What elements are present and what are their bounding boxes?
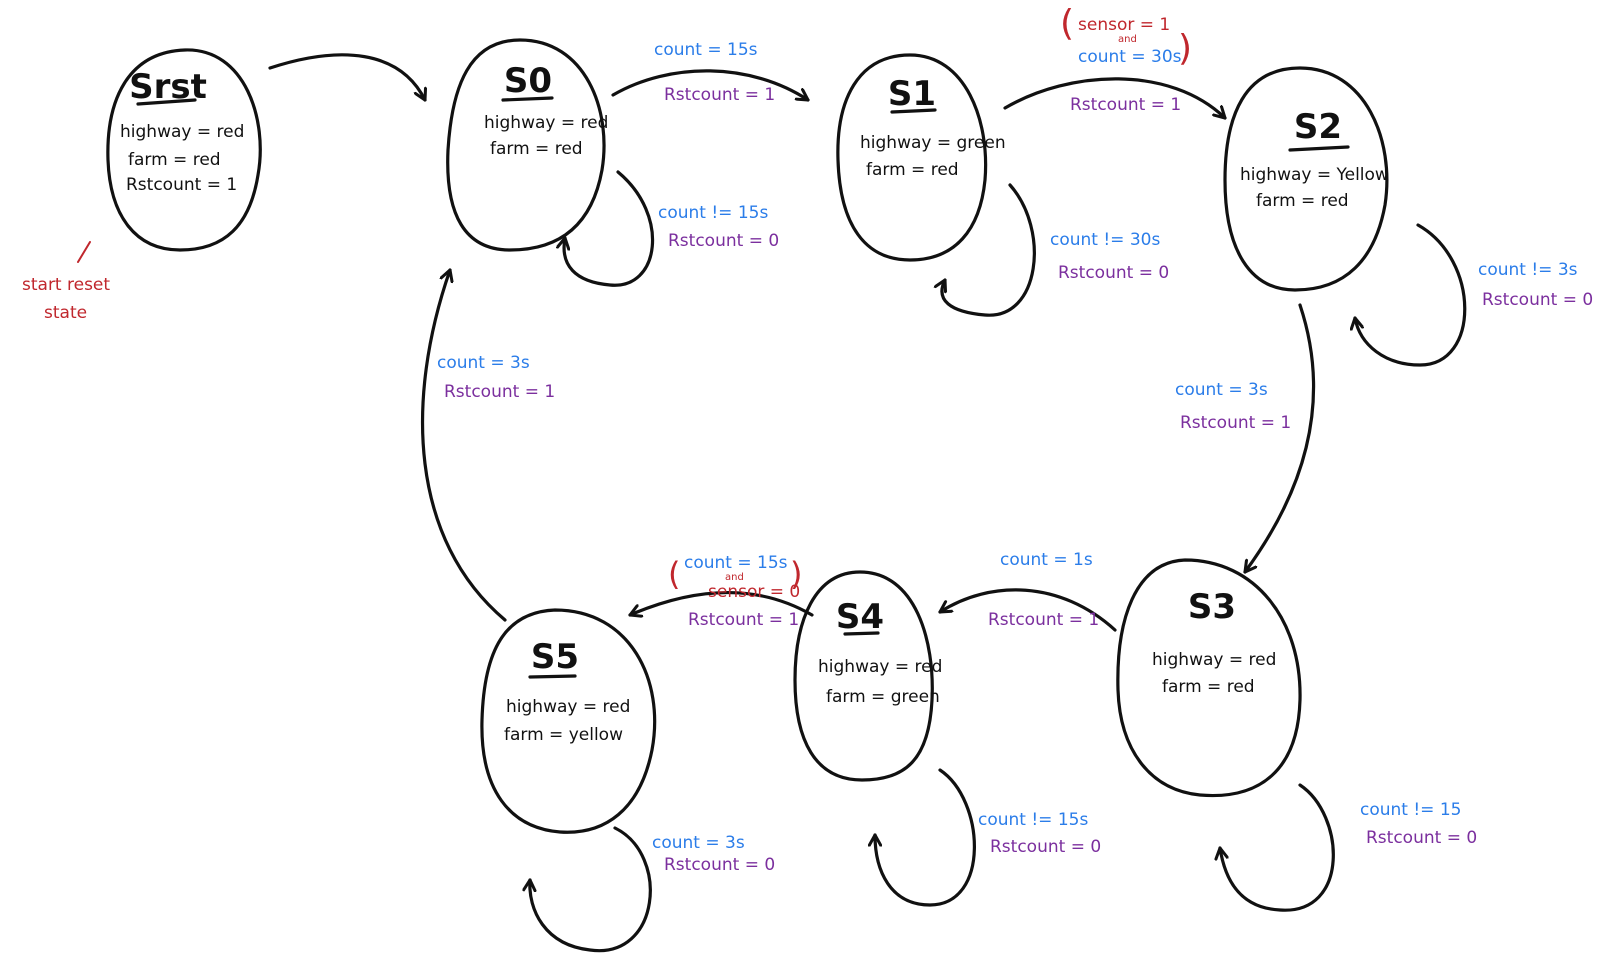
s3-to-s4-reset: Rstcount = 1 <box>988 610 1099 630</box>
state-s4: S4 highway = red farm = green <box>793 570 942 782</box>
loop-s1-reset: Rstcount = 0 <box>1058 263 1169 283</box>
state-s5-line-2: farm = yellow <box>504 725 623 745</box>
arrow-srst-to-s0 <box>268 53 425 102</box>
s1-to-s2-close-paren: ) <box>1178 28 1192 69</box>
arrow-s0-to-s1 <box>611 69 810 102</box>
state-s5: S5 highway = red farm = yellow <box>480 608 657 834</box>
state-s4-line-2: farm = green <box>826 687 940 707</box>
s4-to-s5-reset: Rstcount = 1 <box>688 610 799 630</box>
s1-to-s2-condition-group: ( sensor = 1 and count = 30s ) <box>1060 3 1192 69</box>
s5-to-s0-reset: Rstcount = 1 <box>444 382 555 402</box>
loop-s0-condition: count != 15s <box>658 203 768 223</box>
s2-to-s3-reset: Rstcount = 1 <box>1180 413 1291 433</box>
state-s0-underline <box>501 96 554 102</box>
start-note-tick <box>77 241 91 263</box>
state-s5-name: S5 <box>531 637 579 677</box>
s1-to-s2-and: and <box>1118 34 1137 45</box>
state-s3-line-2: farm = red <box>1162 677 1255 697</box>
arrow-s4-to-s5 <box>628 591 814 616</box>
s1-to-s2-reset: Rstcount = 1 <box>1070 95 1181 115</box>
arrow-s2-to-s3 <box>1243 303 1316 574</box>
state-s3-name: S3 <box>1188 587 1236 627</box>
loop-s2 <box>1355 223 1467 367</box>
s4-to-s5-condition-a: count = 15s <box>684 553 788 573</box>
state-srst-outline <box>106 48 262 252</box>
state-s1-outline <box>836 53 988 262</box>
state-s4-line-1: highway = red <box>818 657 942 677</box>
state-s1-name: S1 <box>888 74 936 114</box>
state-srst: Srst highway = red farm = red Rstcount =… <box>106 48 262 252</box>
state-s5-underline <box>528 674 577 679</box>
state-srst-line-2: farm = red <box>128 150 221 170</box>
loop-s0-reset: Rstcount = 0 <box>668 231 779 251</box>
s2-to-s3-condition: count = 3s <box>1175 380 1268 400</box>
loop-s3 <box>1220 783 1335 912</box>
state-s2-outline <box>1223 66 1389 292</box>
state-s4-underline <box>843 631 880 636</box>
state-s0-name: S0 <box>504 61 552 101</box>
loop-s3-condition: count != 15 <box>1360 800 1461 820</box>
loop-s2-reset: Rstcount = 0 <box>1482 290 1593 310</box>
state-s2: S2 highway = Yellow farm = red <box>1223 66 1389 292</box>
loop-s1 <box>942 183 1036 317</box>
state-s3: S3 highway = red farm = red <box>1116 558 1302 798</box>
loop-s4 <box>875 768 976 907</box>
state-srst-line-3: Rstcount = 1 <box>126 175 237 195</box>
state-s1-underline <box>890 108 937 114</box>
loop-s5 <box>530 826 652 953</box>
state-s2-line-1: highway = Yellow <box>1240 165 1389 185</box>
state-s0-line-1: highway = red <box>484 113 608 133</box>
state-s2-underline <box>1288 145 1350 152</box>
arrow-s3-to-s4 <box>938 588 1117 632</box>
state-srst-line-1: highway = red <box>120 122 244 142</box>
state-s1-line-2: farm = red <box>866 160 959 180</box>
loop-s5-reset: Rstcount = 0 <box>664 855 775 875</box>
state-srst-underline <box>136 98 197 106</box>
s3-to-s4-condition: count = 1s <box>1000 550 1093 570</box>
start-note: start reset state <box>22 241 110 323</box>
loop-s2-condition: count != 3s <box>1478 260 1578 280</box>
loop-s3-reset: Rstcount = 0 <box>1366 828 1477 848</box>
state-s0-line-2: farm = red <box>490 139 583 159</box>
state-s4-outline <box>793 570 934 782</box>
state-s0-outline <box>446 38 606 252</box>
s1-to-s2-open-paren: ( <box>1060 3 1074 44</box>
state-s1-line-1: highway = green <box>860 133 1006 153</box>
loop-s4-condition: count != 15s <box>978 810 1088 830</box>
state-s3-outline <box>1116 558 1302 798</box>
state-s5-line-1: highway = red <box>506 697 630 717</box>
s1-to-s2-condition-a: sensor = 1 <box>1078 15 1170 35</box>
state-s2-line-2: farm = red <box>1256 191 1349 211</box>
state-s0: S0 highway = red farm = red <box>446 38 608 252</box>
s5-to-s0-condition: count = 3s <box>437 353 530 373</box>
state-s4-name: S4 <box>836 597 884 637</box>
arrow-s5-to-s0 <box>420 268 507 622</box>
state-s3-line-1: highway = red <box>1152 650 1276 670</box>
start-note-line-2: state <box>44 303 87 323</box>
s4-to-s5-condition-b: sensor = 0 <box>708 582 800 602</box>
state-s1: S1 highway = green farm = red <box>836 53 1006 262</box>
s4-to-s5-close-paren: ) <box>790 555 802 593</box>
state-s5-outline <box>480 608 657 834</box>
s4-to-s5-and: and <box>725 572 744 583</box>
loop-s5-condition: count = 3s <box>652 833 745 853</box>
s0-to-s1-reset: Rstcount = 1 <box>664 85 775 105</box>
state-s2-name: S2 <box>1294 107 1342 147</box>
loop-s1-condition: count != 30s <box>1050 230 1160 250</box>
arrow-s1-to-s2 <box>1003 77 1227 120</box>
loop-s4-reset: Rstcount = 0 <box>990 837 1101 857</box>
s4-to-s5-open-paren: ( <box>668 555 680 593</box>
loop-s0 <box>564 170 655 287</box>
s0-to-s1-condition: count = 15s <box>654 40 758 60</box>
s1-to-s2-condition-b: count = 30s <box>1078 47 1182 67</box>
start-note-line-1: start reset <box>22 275 110 295</box>
s4-to-s5-condition-group: ( count = 15s and sensor = 0 ) <box>668 553 802 602</box>
